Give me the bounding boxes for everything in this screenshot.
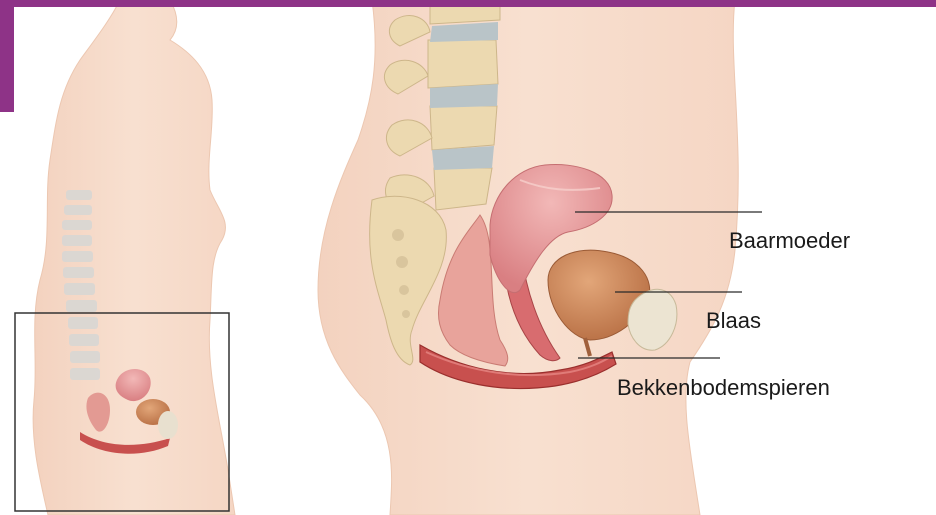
uterus-label: Baarmoeder (729, 230, 850, 252)
accent-left-bar (0, 0, 14, 112)
bladder-label: Blaas (706, 310, 761, 332)
small-pubic-bone (158, 411, 178, 439)
large-body-figure (318, 0, 738, 515)
accent-top-bar (0, 0, 936, 7)
small-body-figure (15, 0, 235, 515)
pelvic-floor-label: Bekkenbodemspieren (617, 377, 830, 399)
